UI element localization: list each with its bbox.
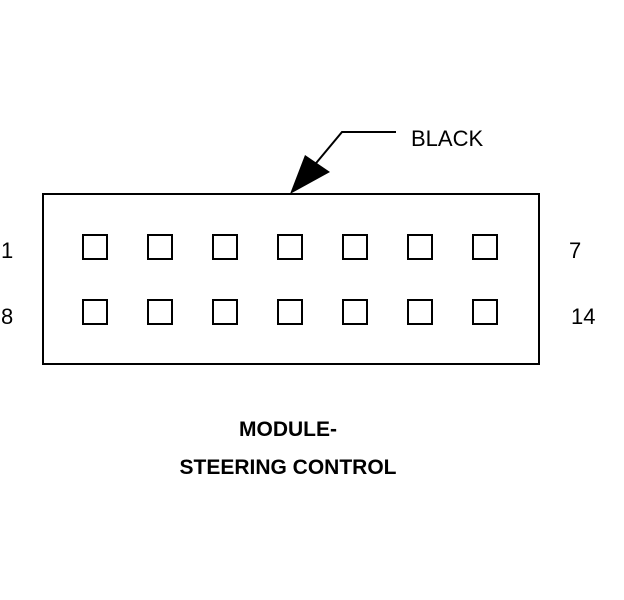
pin-6 xyxy=(407,234,433,260)
pin-1 xyxy=(82,234,108,260)
connector-body xyxy=(42,193,540,365)
pin-10 xyxy=(212,299,238,325)
pin-11 xyxy=(277,299,303,325)
pin-label-row1-end: 7 xyxy=(569,238,581,263)
pin-7 xyxy=(472,234,498,260)
pin-2 xyxy=(147,234,173,260)
pin-8 xyxy=(82,299,108,325)
pin-12 xyxy=(342,299,368,325)
pin-13 xyxy=(407,299,433,325)
pin-9 xyxy=(147,299,173,325)
pin-5 xyxy=(342,234,368,260)
pin-label-row2-start: 8 xyxy=(1,304,13,329)
pin-label-row1-start: 1 xyxy=(1,238,13,263)
pin-label-row2-end: 14 xyxy=(571,304,595,329)
pin-14 xyxy=(472,299,498,325)
title-line-2: STEERING CONTROL xyxy=(179,456,396,479)
leader-line xyxy=(311,131,396,169)
pin-4 xyxy=(277,234,303,260)
color-callout: BLACK xyxy=(290,126,483,194)
arrowhead xyxy=(290,155,330,194)
connector-color-label: BLACK xyxy=(411,126,483,151)
title-line-1: MODULE- xyxy=(239,418,337,441)
pin-grid xyxy=(82,234,498,325)
pin-3 xyxy=(212,234,238,260)
